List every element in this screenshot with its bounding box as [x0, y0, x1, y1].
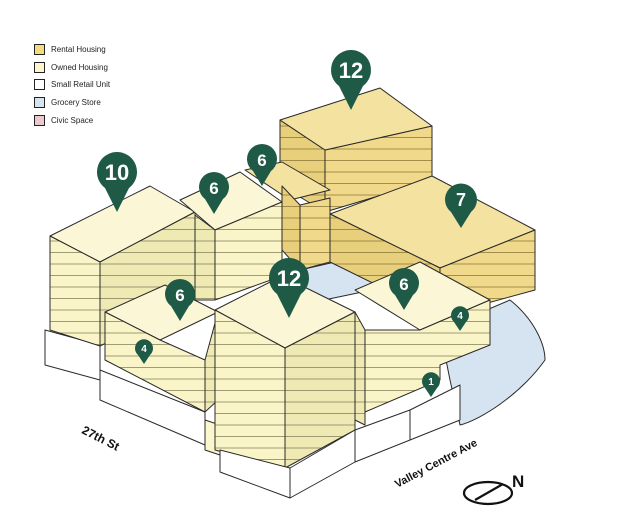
svg-text:4: 4 [141, 344, 147, 355]
svg-text:1: 1 [428, 377, 434, 388]
unit-count-pin-6-low: 6 [165, 279, 195, 321]
svg-text:6: 6 [175, 286, 184, 305]
unit-count-pin-12-center: 12 [269, 258, 309, 318]
unit-count-pin-6-right: 6 [389, 268, 419, 310]
pin-layer: 12 10 6 6 7 6 12 6 [97, 50, 477, 397]
unit-count-pin-10: 10 [97, 152, 137, 212]
svg-text:4: 4 [457, 311, 463, 322]
unit-count-pin-1: 1 [422, 372, 440, 397]
svg-text:6: 6 [209, 179, 218, 198]
legend-label: Small Retail Unit [51, 80, 111, 90]
unit-count-pin-12-top: 12 [331, 50, 371, 110]
svg-text:7: 7 [456, 190, 466, 210]
legend-item-grocery: Grocery Store [34, 94, 110, 112]
legend-item-owned: Owned Housing [34, 59, 110, 77]
legend-swatch [34, 44, 45, 56]
retail-base-right-2 [409, 384, 461, 441]
svg-text:12: 12 [339, 58, 363, 83]
legend-label: Grocery Store [51, 98, 101, 108]
svg-text:6: 6 [257, 151, 266, 170]
unit-count-pin-6-mid: 6 [199, 172, 229, 214]
compass-circle [462, 480, 514, 506]
unit-count-pin-4-left: 4 [135, 339, 153, 364]
unit-count-pin-6-rental: 6 [247, 144, 277, 186]
legend-swatch [34, 61, 45, 73]
legend-label: Owned Housing [51, 62, 108, 72]
legend-item-civic: Civic Space [34, 111, 110, 129]
north-arrow: N [462, 472, 524, 506]
legend: Rental Housing Owned Housing Small Retai… [34, 41, 110, 129]
owned-block-right-side [354, 311, 366, 426]
legend-swatch [34, 97, 45, 109]
unit-count-pin-7: 7 [445, 183, 477, 228]
rental-block-6-front [299, 197, 331, 271]
svg-text:12: 12 [277, 266, 301, 291]
svg-text:6: 6 [399, 275, 408, 294]
legend-item-retail: Small Retail Unit [34, 76, 110, 94]
legend-label: Rental Housing [51, 45, 106, 55]
compass-needle [474, 483, 504, 501]
legend-label: Civic Space [51, 115, 94, 125]
legend-swatch [34, 79, 45, 91]
svg-text:10: 10 [105, 160, 129, 185]
legend-item-rental: Rental Housing [34, 41, 110, 59]
owned-block-6-side [194, 214, 216, 301]
unit-count-pin-4-right: 4 [451, 306, 469, 331]
north-label: N [512, 472, 524, 491]
legend-swatch [34, 114, 45, 126]
